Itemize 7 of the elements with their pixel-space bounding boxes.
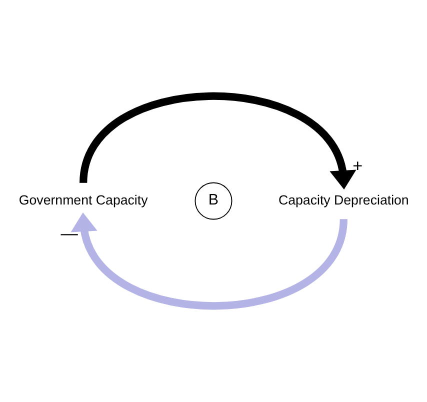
label: B: [208, 192, 219, 209]
node-text: Capacity Depreciation: [278, 192, 409, 208]
arrow: [70, 212, 348, 310]
node-text: Government Capacity: [18, 192, 148, 208]
edge-label: +: [352, 155, 363, 176]
arrow: [80, 92, 356, 190]
edge-label: —: [60, 222, 78, 243]
